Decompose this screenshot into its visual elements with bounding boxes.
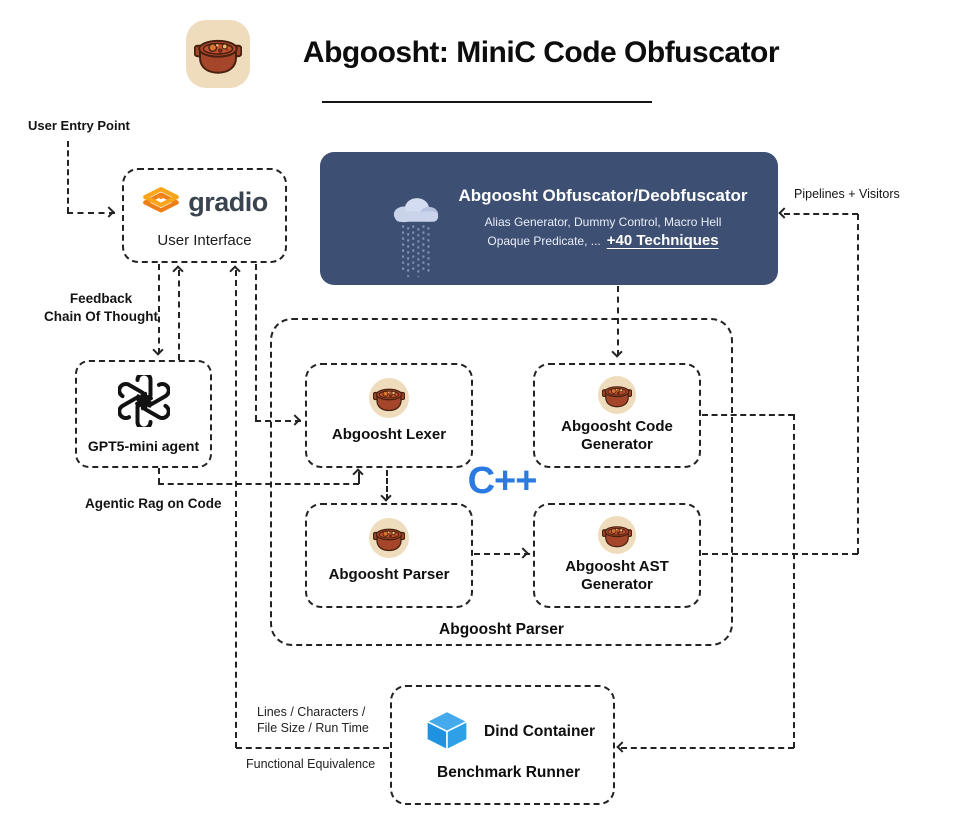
pipelines-visitors-label: Pipelines + Visitors: [794, 187, 900, 201]
edge-ast-to-obfuscator-v: [857, 214, 859, 554]
lexer-label: Abgoosht Lexer: [331, 426, 447, 443]
arrowhead-into-benchmark: [616, 741, 628, 753]
feedback-line2: Chain Of Thought: [44, 308, 158, 324]
gpt-agent-label: GPT5-mini agent: [87, 437, 200, 454]
metrics-line1: Lines / Characters /: [257, 705, 366, 719]
container-cube-icon: [424, 709, 470, 757]
title-underline: [322, 101, 652, 103]
feedback-line1: Feedback: [69, 291, 133, 306]
ast-generator-label: Abgoosht AST Generator: [565, 558, 669, 593]
parser-box[interactable]: Abgoosht Parser: [305, 503, 473, 608]
dind-container-label: Dind Container: [484, 723, 596, 740]
benchmark-runner-box[interactable]: Dind Container Benchmark Runner: [390, 685, 615, 805]
feedback-label: Feedback Chain Of Thought: [36, 290, 166, 325]
edge-lexer-to-parser: [386, 470, 388, 500]
arrowhead-into-gpt: [152, 344, 164, 356]
arrowhead-into-gradio-from-gpt: [172, 265, 184, 277]
arrowhead-into-gradio: [103, 206, 115, 218]
edge-gpt-to-lexer-h: [158, 483, 359, 485]
parser-container-box: [270, 318, 733, 646]
functional-equivalence-label: Functional Equivalence: [246, 757, 376, 771]
page-title: Abgoosht: MiniC Code Obfuscator: [302, 36, 780, 69]
benchmark-metrics-label: Lines / Characters / File Size / Run Tim…: [257, 704, 369, 737]
parser-container-label: Abgoosht Parser: [439, 621, 564, 638]
arrowhead-into-obfuscator: [778, 207, 790, 219]
abgoosht-pot-icon: [369, 518, 409, 558]
ast-generator-line2: Generator: [581, 575, 653, 593]
edge-benchmark-to-gradio-h: [236, 747, 389, 749]
benchmark-runner-label: Benchmark Runner: [437, 764, 580, 781]
gpt-agent-box[interactable]: GPT5-mini agent: [75, 360, 212, 468]
techniques-link[interactable]: +40 Techniques: [606, 232, 719, 249]
abgoosht-pot-icon: [369, 378, 409, 418]
edge-codegen-to-benchmark-v: [793, 414, 795, 748]
code-generator-line2: Generator: [581, 435, 653, 453]
user-entry-point-label: User Entry Point: [28, 118, 130, 133]
code-generator-line1: Abgoosht Code: [561, 418, 673, 435]
obfuscator-title: Abgoosht Obfuscator/Deobfuscator: [458, 186, 748, 205]
edge-codegen-to-benchmark-h1: [702, 414, 794, 416]
edge-parser-to-ast: [474, 553, 530, 555]
edge-gradio-to-lexer-h: [255, 420, 301, 422]
obfuscator-banner: Abgoosht Obfuscator/Deobfuscator Alias G…: [320, 152, 778, 285]
edge-ast-to-obfuscator-h1: [702, 553, 858, 555]
parser-label: Abgoosht Parser: [328, 566, 450, 583]
cpp-language-badge: C++: [467, 460, 538, 502]
metrics-line2: File Size / Run Time: [257, 721, 369, 736]
edge-benchmark-to-gradio-v: [235, 270, 237, 748]
edge-gpt-to-lexer-v2: [358, 472, 360, 484]
edge-gradio-to-gpt: [158, 264, 160, 354]
abgoosht-pot-icon: [186, 20, 250, 88]
edge-codegen-to-benchmark-h2: [621, 747, 794, 749]
agentic-rag-label: Agentic Rag on Code: [85, 496, 222, 511]
lexer-box[interactable]: Abgoosht Lexer: [305, 363, 473, 468]
arrowhead-into-gradio-from-benchmark: [229, 265, 241, 277]
edge-user-entry-v: [67, 141, 69, 213]
edge-user-entry-h: [67, 212, 115, 214]
ast-generator-box[interactable]: Abgoosht AST Generator: [533, 503, 701, 608]
rain-cloud-icon: [390, 194, 442, 284]
obfuscator-techniques-line2: Opaque Predicate, ... +40 Techniques: [440, 232, 766, 249]
edge-gpt-to-lexer-v1: [158, 468, 160, 484]
edge-gradio-to-lexer-v: [255, 264, 257, 421]
obfuscator-techniques-prefix: Opaque Predicate, ...: [487, 234, 601, 248]
gradio-subtitle: User Interface: [157, 232, 252, 249]
obfuscator-techniques-line1: Alias Generator, Dummy Control, Macro He…: [484, 215, 722, 229]
openai-logo-icon: [118, 375, 170, 432]
gradio-wordmark: gradio: [188, 186, 268, 217]
edge-gpt-to-gradio: [178, 270, 180, 360]
gradio-ui-box[interactable]: gradio User Interface: [122, 168, 287, 263]
ast-generator-line1: Abgoosht AST: [565, 558, 669, 575]
edge-ast-to-obfuscator-h2: [784, 213, 858, 215]
gradio-logo-icon: [141, 185, 181, 219]
edge-obfuscator-to-codegen: [617, 286, 619, 356]
code-generator-box[interactable]: Abgoosht Code Generator: [533, 363, 701, 468]
code-generator-label: Abgoosht Code Generator: [561, 418, 673, 453]
abgoosht-pot-icon: [598, 516, 636, 554]
abgoosht-pot-icon: [598, 376, 636, 414]
